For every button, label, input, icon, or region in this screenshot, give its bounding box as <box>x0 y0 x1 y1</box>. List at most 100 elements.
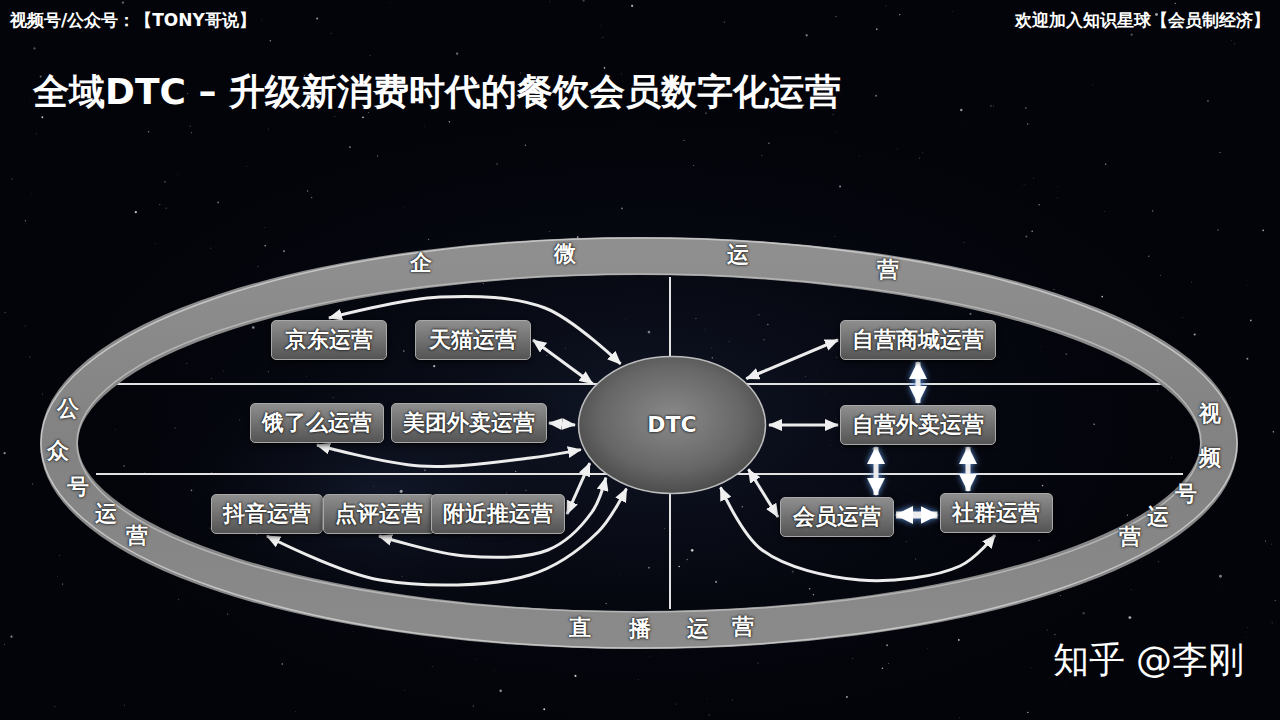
ring-char: 号 <box>1175 482 1197 506</box>
star <box>401 575 403 577</box>
star <box>223 370 225 372</box>
star <box>806 34 808 36</box>
connector <box>746 340 838 379</box>
star <box>515 471 516 472</box>
star <box>549 0 551 2</box>
star <box>602 37 604 39</box>
star <box>211 378 212 379</box>
star <box>1047 629 1048 630</box>
star <box>742 506 743 507</box>
node-label: 京东运营 <box>285 328 373 352</box>
ring-label: 直播运营 <box>568 615 656 639</box>
star <box>813 594 814 595</box>
node-label: 天猫运营 <box>429 328 517 352</box>
ring-char: 公 <box>57 397 79 421</box>
star <box>1160 275 1162 277</box>
star <box>282 663 283 664</box>
star <box>330 32 332 34</box>
star <box>174 427 176 429</box>
star <box>24 325 26 327</box>
star <box>1025 235 1027 237</box>
star <box>123 465 124 466</box>
star <box>29 356 30 357</box>
star <box>36 133 38 135</box>
star <box>210 248 211 249</box>
star <box>217 202 219 204</box>
star <box>691 549 694 552</box>
star <box>693 165 694 166</box>
star <box>824 392 826 394</box>
ring-char: 运 <box>1147 505 1169 529</box>
star <box>919 158 920 159</box>
star <box>352 630 354 632</box>
divider-lines <box>96 277 1183 609</box>
star <box>600 25 602 27</box>
star <box>403 350 404 351</box>
star <box>897 148 899 150</box>
star <box>496 163 497 164</box>
star <box>705 112 706 113</box>
star <box>4 644 6 646</box>
star <box>1023 183 1025 185</box>
connector <box>896 512 938 519</box>
star <box>835 357 837 359</box>
star <box>1194 334 1196 336</box>
star <box>268 371 269 372</box>
star <box>316 18 318 20</box>
star <box>1175 3 1176 4</box>
star <box>1230 39 1232 41</box>
star <box>885 5 886 6</box>
star <box>678 566 679 567</box>
star <box>227 613 228 614</box>
star <box>257 266 258 267</box>
star <box>59 555 61 557</box>
ring-char: 营 <box>126 524 148 548</box>
star <box>757 662 758 663</box>
star <box>565 347 567 349</box>
star <box>1191 281 1193 283</box>
process-box: 自营外卖运营 <box>840 405 996 445</box>
process-box: 京东运营 <box>271 320 387 360</box>
star <box>252 326 255 329</box>
star <box>706 697 708 699</box>
star <box>1262 229 1264 231</box>
star <box>922 152 924 154</box>
star <box>400 490 403 493</box>
star <box>525 144 527 146</box>
star <box>1273 431 1275 433</box>
ring-char: 营 <box>1119 525 1141 549</box>
star <box>1056 197 1058 199</box>
star <box>1060 595 1061 596</box>
star <box>548 231 550 233</box>
star <box>909 488 911 490</box>
star <box>805 376 807 378</box>
star <box>712 357 713 358</box>
star <box>835 16 837 18</box>
star <box>1246 285 1248 287</box>
star <box>724 21 725 22</box>
ring-char: 运 <box>687 617 709 641</box>
ring-char: 播 <box>629 617 651 641</box>
process-box: 天猫运营 <box>415 320 531 360</box>
star <box>404 689 406 691</box>
star <box>1274 599 1276 601</box>
star <box>1250 320 1252 322</box>
star <box>1260 94 1262 96</box>
star <box>927 647 929 649</box>
star <box>260 20 262 22</box>
star <box>631 5 633 7</box>
star <box>1247 626 1249 628</box>
star <box>834 132 836 134</box>
star <box>582 0 584 2</box>
star <box>190 126 191 127</box>
star <box>768 143 769 144</box>
star <box>270 40 272 42</box>
star <box>1104 211 1106 213</box>
process-box: 自营商城运营 <box>840 320 996 360</box>
star <box>1040 346 1042 348</box>
node-label: DTC <box>647 413 696 437</box>
star <box>875 95 877 97</box>
star <box>1217 229 1219 231</box>
